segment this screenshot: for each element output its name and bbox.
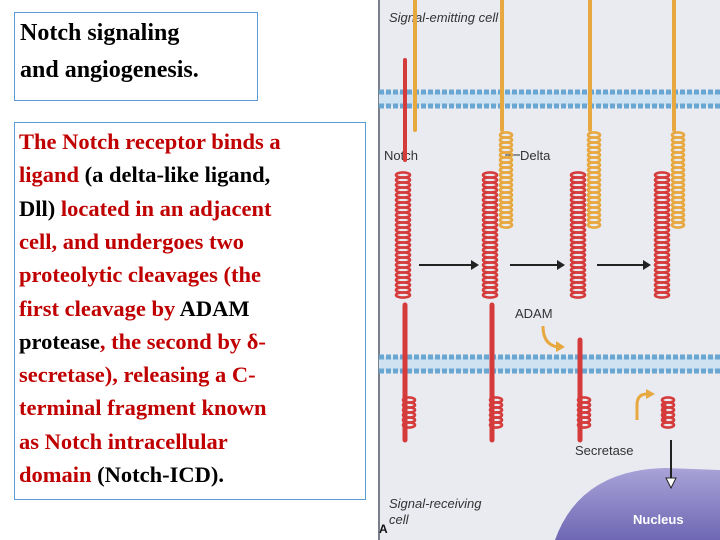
body-line-7-segment-2: , the second by δ- bbox=[99, 328, 266, 354]
notch-extracellular-coil-1 bbox=[394, 171, 412, 299]
nucleus-shape bbox=[555, 468, 720, 540]
body-line-4: cell, and undergoes two bbox=[19, 228, 244, 254]
notch-extracellular-coil-2 bbox=[481, 171, 499, 299]
body-line-6: first cleavage by ADAM bbox=[19, 295, 250, 321]
slide-title-line-2: and angiogenesis. bbox=[20, 57, 199, 83]
signal-emitting-cell-label: Signal-emitting cell bbox=[389, 10, 499, 25]
body-line-10: as Notch intracellular bbox=[19, 428, 228, 454]
secretase-label: Secretase bbox=[575, 443, 634, 458]
body-line-9: terminal fragment known bbox=[19, 397, 266, 420]
body-line-11: domain (Notch-ICD). bbox=[19, 462, 225, 487]
delta-coil-4 bbox=[670, 131, 686, 229]
notch-label: Notch bbox=[384, 148, 418, 163]
body-line-9-segment-1: terminal fragment known bbox=[19, 395, 267, 421]
step-arrow-3 bbox=[597, 260, 651, 270]
notch-proteins bbox=[394, 0, 686, 443]
body-line-8-segment-1: secretase), releasing a C- bbox=[19, 362, 256, 388]
body-line-7-segment-1: protease bbox=[19, 328, 100, 354]
delta-coil-3 bbox=[586, 131, 602, 229]
body-line-3-segment-1: Dll) bbox=[19, 195, 61, 221]
body-text-box: The Notch receptor binds a ligand (a delt… bbox=[14, 122, 366, 500]
body-line-6-segment-2: ADAM bbox=[179, 295, 250, 321]
nuclear-translocation-arrow bbox=[665, 440, 677, 490]
body-line-6-segment-1: first cleavage by bbox=[19, 295, 180, 321]
body-line-5: proteolytic cleavages (the bbox=[19, 262, 262, 288]
signal-receiving-cell-label-1: Signal-receiving bbox=[389, 496, 482, 511]
lower-membrane bbox=[379, 354, 720, 374]
body-line-11-segment-1: domain bbox=[19, 462, 98, 487]
notch-intracellular-coil-3 bbox=[576, 396, 592, 429]
body-line-7: protease, the second by δ- bbox=[19, 328, 266, 354]
nucleus-label: Nucleus bbox=[633, 512, 684, 527]
delta-label: Delta bbox=[520, 148, 551, 163]
slide-title-line-1: Notch signaling bbox=[20, 20, 180, 46]
notch-extracellular-coil-4 bbox=[653, 171, 671, 299]
adam-label: ADAM bbox=[515, 306, 553, 321]
title-box: Notch signaling and angiogenesis. bbox=[14, 12, 258, 101]
notch-intracellular-coil-2 bbox=[488, 396, 504, 429]
body-line-2-segment-2: (a delta-like ligand, bbox=[84, 162, 271, 188]
body-line-3: Dll) located in an adjacent bbox=[19, 195, 272, 221]
step-arrow-1 bbox=[419, 260, 479, 270]
notch-signaling-diagram: Signal-emitting cell Notch Delta ADAM Se… bbox=[375, 0, 720, 540]
step-arrow-2 bbox=[510, 260, 565, 270]
diagram-svg: Signal-emitting cell Notch Delta ADAM Se… bbox=[378, 0, 720, 540]
notch-intracellular-coil-1 bbox=[401, 396, 417, 429]
body-line-11-segment-2: (Notch-ICD). bbox=[97, 462, 225, 487]
secretase-arrow bbox=[635, 389, 655, 420]
body-line-2: ligand (a delta-like ligand, bbox=[19, 164, 270, 187]
upper-membrane bbox=[379, 89, 720, 109]
body-line-1: The Notch receptor binds a bbox=[19, 129, 281, 154]
body-line-5-segment-1: proteolytic cleavages (the bbox=[19, 262, 262, 288]
body-line-2-segment-1: ligand bbox=[19, 162, 85, 188]
adam-cleavage-arrow bbox=[541, 325, 565, 352]
body-line-8: secretase), releasing a C- bbox=[19, 362, 256, 388]
body-line-4-segment-1: cell, and undergoes two bbox=[19, 228, 244, 254]
body-line-1-segment-1: The Notch receptor binds a bbox=[19, 129, 281, 154]
panel-letter: A bbox=[379, 522, 388, 536]
notch-intracellular-coil-4 bbox=[660, 396, 676, 429]
notch-extracellular-coil-3 bbox=[569, 171, 587, 299]
body-line-10-segment-1: as Notch intracellular bbox=[19, 428, 228, 454]
signal-receiving-cell-label-2: cell bbox=[389, 512, 410, 527]
body-line-3-segment-2: located in an adjacent bbox=[60, 195, 272, 221]
delta-coil-2 bbox=[498, 131, 514, 229]
